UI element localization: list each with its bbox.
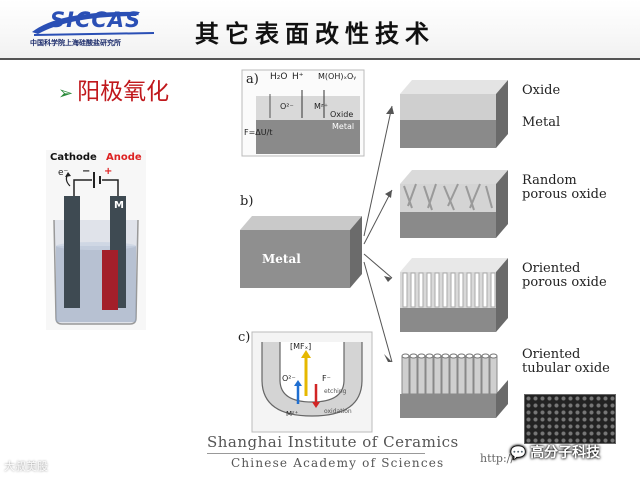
chat-bubble-icon: 💬 <box>510 446 526 461</box>
slide-header: SICCAS 中国科学院上海硅酸盐研究所 其它表面改性技术 <box>0 0 640 60</box>
bullet-arrow-icon: ➢ <box>58 83 73 104</box>
watermark-right-text: 高分子科技 <box>530 445 600 461</box>
nanotube <box>402 356 409 394</box>
nanotube <box>466 356 473 394</box>
nanotube <box>442 356 449 394</box>
nanotube-opening <box>466 354 473 358</box>
outcome-tubular-label: Oriented tubular oxide <box>522 348 612 376</box>
pore-channel <box>451 273 455 307</box>
outcome-random-porous-label: Random porous oxide <box>522 174 612 202</box>
panel-a-h2o: H₂O <box>270 72 287 82</box>
pore-channel <box>403 273 407 307</box>
sem-micrograph-image <box>524 394 616 444</box>
nanotube-opening <box>434 354 441 358</box>
pore-channel <box>491 273 495 307</box>
watermark-left: 大叔美股 <box>4 458 48 474</box>
panel-c-etching: etching <box>324 388 346 395</box>
nanotube-opening <box>482 354 489 358</box>
panel-a-label: a) <box>246 72 259 87</box>
panel-c-oxidation: oxidation <box>324 408 352 415</box>
nanotube <box>426 356 433 394</box>
panel-a-field: F=ΔU/t <box>244 128 272 137</box>
nanotube <box>418 356 425 394</box>
panel-c-label: c) <box>238 330 250 345</box>
nanotube-opening <box>426 354 433 358</box>
siccas-logo: SICCAS 中国科学院上海硅酸盐研究所 <box>30 6 160 50</box>
oriented-tubes <box>402 354 497 394</box>
logo-subtitle: 中国科学院上海硅酸盐研究所 <box>30 38 121 48</box>
pore-channel <box>475 273 479 307</box>
pore-channel <box>427 273 431 307</box>
pore-channel <box>459 273 463 307</box>
nanotube <box>490 356 497 394</box>
panel-a-hydroxide: M(OH)ₓOᵧ <box>318 72 356 81</box>
nanotube-opening <box>490 354 497 358</box>
footer-divider <box>207 453 425 454</box>
panel-a-metal-ion: Mᶻ⁺ <box>314 102 328 111</box>
anodization-cell-diagram: Cathode Anode e⁻ + − M <box>46 150 146 330</box>
minus-sign: − <box>82 166 90 177</box>
pore-channel <box>483 273 487 307</box>
nanotube-opening <box>442 354 449 358</box>
pore-channel <box>435 273 439 307</box>
metal-block-label: Metal <box>262 252 301 266</box>
section-heading: ➢阳极氧化 <box>58 72 169 106</box>
anode-label: Anode <box>106 152 142 163</box>
electron-label: e⁻ <box>58 168 68 178</box>
nanotube <box>434 356 441 394</box>
plus-sign: + <box>104 166 112 177</box>
panel-c-metal-ion: Mᶻ⁺ <box>286 410 298 418</box>
panel-a-o2-ion: O²⁻ <box>280 102 294 111</box>
footer-academy: Chinese Academy of Sciences <box>231 456 444 470</box>
outcome-oxide-label: Oxide <box>522 84 612 98</box>
panel-a-hplus: H⁺ <box>292 72 304 82</box>
panel-a-metal: Metal <box>332 122 354 131</box>
nanotube <box>482 356 489 394</box>
pore-channel <box>411 273 415 307</box>
cathode-label: Cathode <box>50 152 97 163</box>
nanotube <box>450 356 457 394</box>
panel-a-oxide: Oxide <box>330 110 353 119</box>
logo-text: SICCAS <box>50 8 141 32</box>
footer-institute: Shanghai Institute of Ceramics <box>207 433 459 451</box>
pore-channel <box>467 273 471 307</box>
anode-plate-label: M <box>114 200 124 211</box>
section-heading-text: 阳极氧化 <box>77 79 169 105</box>
slide-title: 其它表面改性技术 <box>195 14 435 49</box>
anodization-schematic: a) H₂O H⁺ M(OH)ₓOᵧ O²⁻ Mᶻ⁺ Oxide Metal F… <box>236 66 626 438</box>
panel-c-complex: [MFₓ] <box>290 342 311 351</box>
panel-c-f-ion: F⁻ <box>322 374 331 383</box>
pore-channel <box>419 273 423 307</box>
nanotube-opening <box>458 354 465 358</box>
panel-c-o2-ion: O²⁻ <box>282 374 296 383</box>
nanotube <box>474 356 481 394</box>
watermark-right: 💬 高分子科技 <box>510 442 600 462</box>
nanotube <box>458 356 465 394</box>
pore-channel <box>443 273 447 307</box>
panel-b-label: b) <box>240 194 253 209</box>
watermark-url: http:// <box>480 452 514 465</box>
nanotube <box>410 356 417 394</box>
nanotube-opening <box>474 354 481 358</box>
outcome-oriented-porous-label: Oriented porous oxide <box>522 262 612 290</box>
nanotube-opening <box>410 354 417 358</box>
nanotube-opening <box>418 354 425 358</box>
nanotube-opening <box>450 354 457 358</box>
nanotube-opening <box>402 354 409 358</box>
outcome-metal-label: Metal <box>522 116 612 130</box>
